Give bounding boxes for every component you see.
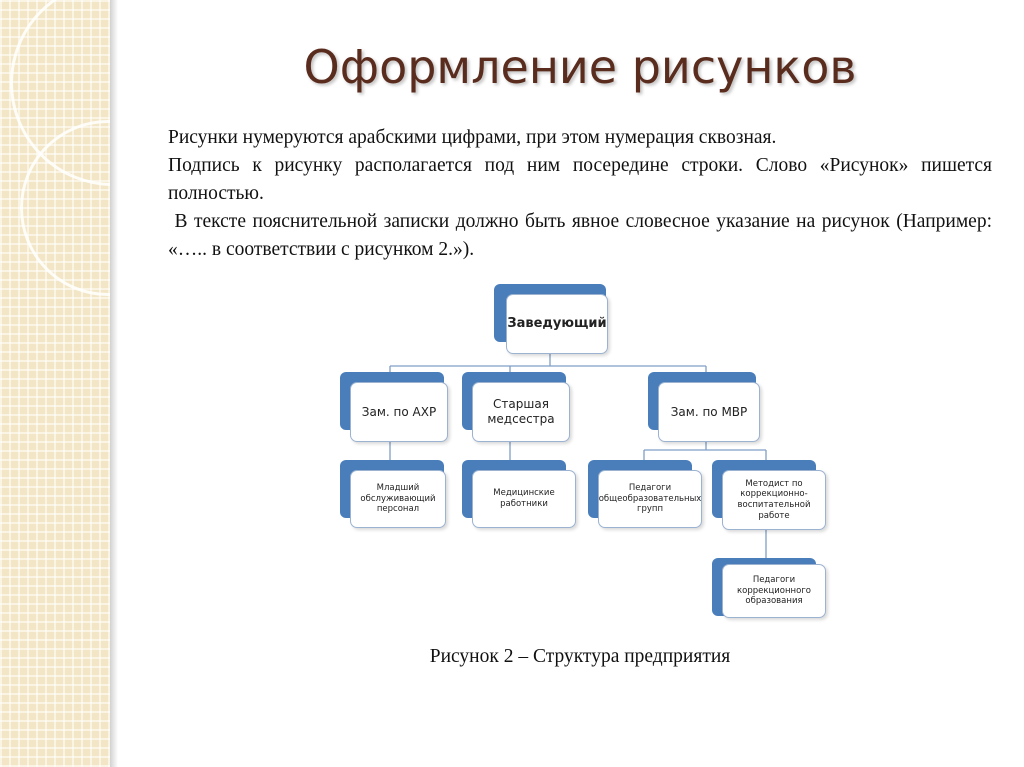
- decorative-side-strip: [0, 0, 110, 767]
- figure-caption: Рисунок 2 – Структура предприятия: [429, 646, 731, 667]
- node-head: Заведующий: [506, 294, 608, 354]
- body-text: Рисунки нумеруются арабскими цифрами, пр…: [168, 124, 992, 264]
- strip-shadow: [110, 0, 118, 767]
- paragraph-reference-rule: В тексте пояснительной записки должно бы…: [168, 211, 997, 260]
- node-senior-nurse: Старшая медсестра: [472, 382, 570, 442]
- node-junior-staff: Младший обслуживающий персонал: [350, 470, 446, 528]
- node-zam-ahr: Зам. по АХР: [350, 382, 448, 442]
- slide-title: Оформление рисунков: [303, 40, 857, 94]
- org-chart-connectors: [389, 354, 767, 558]
- org-chart: Заведующий Зам. по АХР Старшая медсестра…: [330, 284, 850, 620]
- node-methodist: Методист по коррекционно-воспитательной …: [722, 470, 826, 530]
- node-medical-staff: Медицинские работники: [472, 470, 576, 528]
- node-zam-mvr: Зам. по МВР: [658, 382, 760, 442]
- node-teachers-correction: Педагоги коррекционного образования: [722, 564, 826, 618]
- node-teachers-general: Педагоги общеобразовательных групп: [598, 470, 702, 528]
- paragraph-numbering: Рисунки нумеруются арабскими цифрами, пр…: [168, 127, 777, 148]
- paragraph-caption-rule: Подпись к рисунку располагается под ним …: [168, 155, 992, 204]
